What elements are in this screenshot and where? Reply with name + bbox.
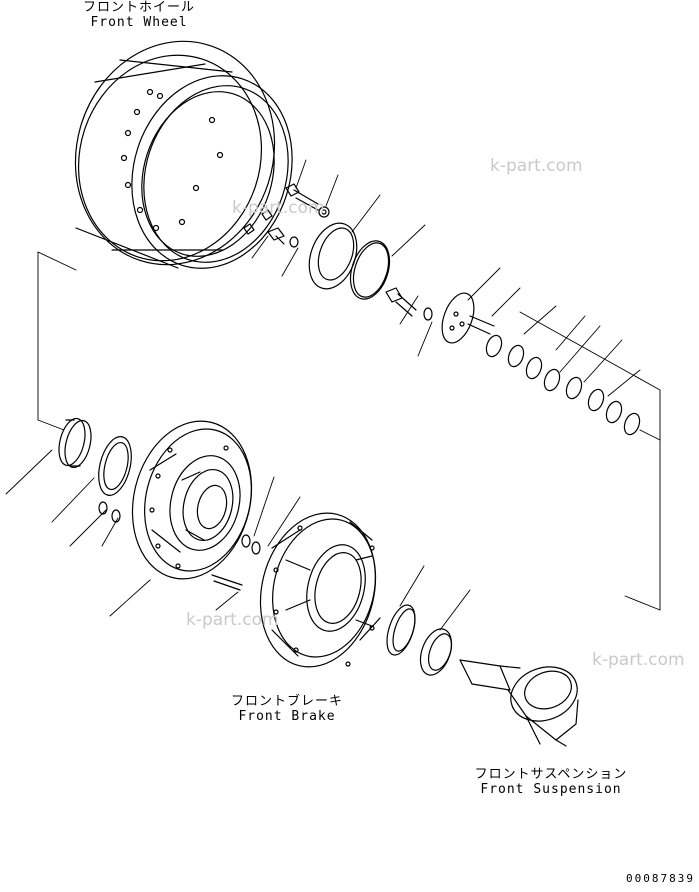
front-wheel-rim: [74, 40, 293, 269]
hub-assembly: [131, 420, 261, 591]
front-brake-label: フロントブレーキ Front Brake: [222, 694, 352, 724]
front-wheel-label-jp: フロントホイール: [82, 0, 195, 15]
front-suspension-label-en: Front Suspension: [480, 782, 622, 797]
watermark: k-part.com: [186, 610, 279, 630]
leader-lines: [5, 159, 661, 631]
front-wheel-label-en: Front Wheel: [90, 15, 188, 30]
front-suspension-label-jp: フロントサスペンション: [474, 767, 628, 782]
suspension-parts: [386, 604, 579, 747]
front-brake-housing: [259, 512, 381, 668]
bearings-and-seals: [58, 417, 132, 523]
wheel-hardware: [267, 183, 495, 344]
watermark: k-part.com: [232, 198, 325, 218]
front-suspension-label: フロントサスペンション Front Suspension: [470, 767, 632, 797]
watermark: k-part.com: [490, 156, 583, 176]
front-brake-label-en: Front Brake: [238, 709, 336, 724]
front-wheel-label: フロントホイール Front Wheel: [74, 0, 204, 30]
watermark: k-part.com: [592, 650, 685, 670]
document-number: 00087839: [626, 872, 695, 885]
front-brake-label-jp: フロントブレーキ: [230, 694, 343, 709]
shim-stack: [485, 334, 641, 436]
